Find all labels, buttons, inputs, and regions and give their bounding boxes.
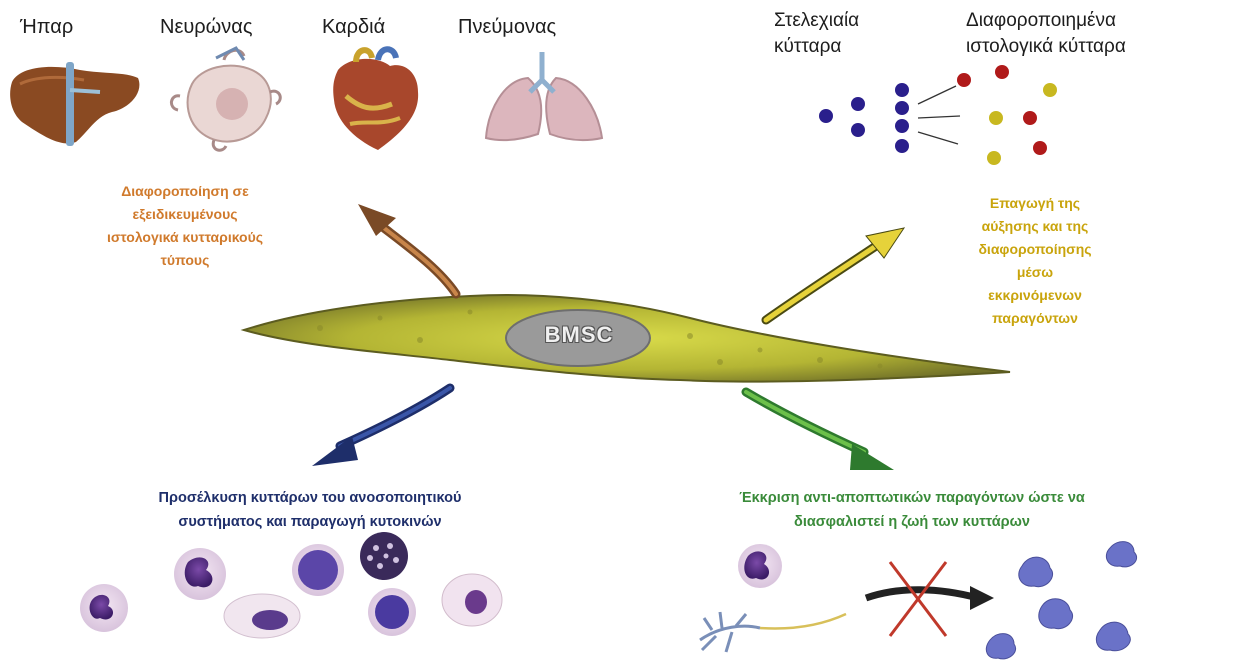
lung-icon <box>486 52 602 140</box>
role-anti-apoptotic: Έκκριση αντι-αποπτωτικών παραγόντων ώστε… <box>612 486 1212 534</box>
role-line: Διαφοροποίηση σε <box>40 180 330 203</box>
neuron-icon <box>171 48 280 150</box>
role-line: Επαγωγή της <box>920 192 1150 215</box>
role-line: διαφοροποίησης <box>920 238 1150 261</box>
role-line: συστήματος και παραγωγή κυτοκινών <box>40 510 580 534</box>
organ-label-lung: Πνεύμονας <box>458 16 556 39</box>
role-line: Έκκριση αντι-αποπτωτικών παραγόντων ώστε… <box>612 486 1212 510</box>
protected-cells-illustration <box>700 542 1137 659</box>
role-line: τύπους <box>40 249 330 272</box>
bmsc-label: BMSC <box>518 322 640 348</box>
blocked-cross-icon <box>890 562 946 636</box>
stem-cells-title-line: Στελεχιαία <box>774 8 859 34</box>
role-line: εκκρινόμενων <box>920 284 1150 307</box>
liver-icon <box>10 62 139 146</box>
role-immune: Προσέλκυση κυττάρων του ανοσοποιητικού σ… <box>40 486 580 534</box>
immune-cells <box>80 532 502 638</box>
organ-label-neuron: Νευρώνας <box>160 16 253 39</box>
role-line: ιστολογικά κυτταρικούς <box>40 226 330 249</box>
heart-icon <box>333 49 418 150</box>
differentiated-cell-dots <box>957 65 1057 165</box>
differentiated-cells-title-line: ιστολογικά κύτταρα <box>966 34 1126 60</box>
role-line: Προσέλκυση κυττάρων του ανοσοποιητικού <box>40 486 580 510</box>
organ-label-heart: Καρδιά <box>322 16 385 39</box>
stem-cells-title-line: κύτταρα <box>774 34 859 60</box>
stem-cell-dots <box>819 83 909 153</box>
role-induction: Επαγωγή της αύξησης και της διαφοροποίησ… <box>920 192 1150 330</box>
arrow-anti-apoptotic <box>746 392 894 470</box>
differentiated-cells-title-line: Διαφοροποιημένα <box>966 8 1126 34</box>
differentiated-cells-title: Διαφοροποιημένα ιστολογικά κύτταρα <box>966 8 1126 60</box>
organ-label-liver: Ήπαρ <box>20 16 73 39</box>
differentiation-lines <box>918 86 960 144</box>
role-line: εξειδικευμένους <box>40 203 330 226</box>
role-line: μέσω <box>920 261 1150 284</box>
role-line: αύξησης και της <box>920 215 1150 238</box>
role-line: διασφαλιστεί η ζωή των κυττάρων <box>612 510 1212 534</box>
stem-cells-title: Στελεχιαία κύτταρα <box>774 8 859 60</box>
arrow-differentiation <box>358 204 456 294</box>
role-differentiation: Διαφοροποίηση σε εξειδικευμένους ιστολογ… <box>40 180 330 272</box>
role-line: παραγόντων <box>920 307 1150 330</box>
arrow-induction <box>766 228 904 320</box>
neuron-cell-icon <box>700 612 846 652</box>
arrow-immune <box>312 388 450 466</box>
